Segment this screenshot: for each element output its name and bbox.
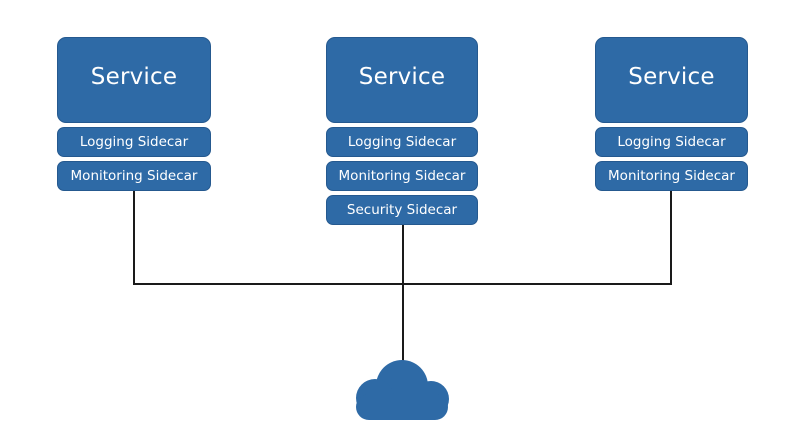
monitoring-sidecar-1: Monitoring Sidecar [57,161,211,191]
service-box-2: Service [326,37,478,123]
service-box-3: Service [595,37,748,123]
service-box-1: Service [57,37,211,123]
monitoring-sidecar-2: Monitoring Sidecar [326,161,478,191]
monitoring-sidecar-3: Monitoring Sidecar [595,161,748,191]
cloud-icon [356,360,449,420]
logging-sidecar-1: Logging Sidecar [57,127,211,157]
logging-sidecar-2: Logging Sidecar [326,127,478,157]
security-sidecar-2: Security Sidecar [326,195,478,225]
logging-sidecar-3: Logging Sidecar [595,127,748,157]
